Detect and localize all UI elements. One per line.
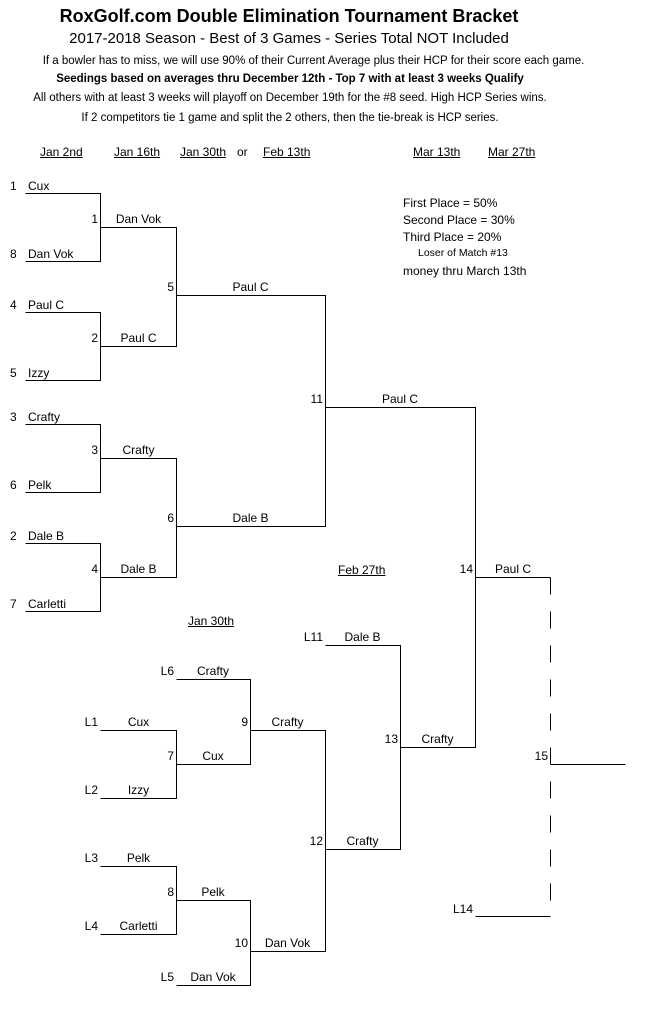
loser-label: L3 — [84, 851, 98, 865]
match-number: 9 — [241, 715, 248, 729]
date-jan-2: Jan 2nd — [40, 145, 83, 159]
prize-third: Third Place = 20% — [403, 230, 502, 244]
note-playoff: All others with at least 3 weeks will pl… — [33, 92, 547, 104]
date-mar-13: Mar 13th — [413, 145, 461, 159]
match-winner: Cux — [202, 749, 224, 763]
seed-name: Izzy — [28, 366, 50, 380]
prize-money-note: money thru March 13th — [403, 264, 527, 278]
seed-name: Crafty — [28, 410, 61, 424]
page-title: RoxGolf.com Double Elimination Tournamen… — [59, 6, 519, 26]
loser-label: L6 — [160, 664, 174, 678]
loser-name: Carletti — [119, 919, 158, 933]
prize-second: Second Place = 30% — [403, 213, 515, 227]
match-winner: Paul C — [381, 392, 419, 406]
loser-label: L4 — [84, 919, 98, 933]
prize-third-note: Loser of Match #13 — [418, 247, 508, 259]
seed-name: Dale B — [28, 529, 65, 543]
loser-label: L5 — [160, 970, 174, 984]
match-number: 2 — [91, 331, 98, 345]
match-winner: Crafty — [421, 732, 454, 746]
match-winner: Crafty — [122, 443, 155, 457]
match-winner: Crafty — [271, 715, 304, 729]
date-jan-16: Jan 16th — [114, 145, 161, 159]
seed-number: 6 — [10, 478, 17, 492]
loser-name: Dale B — [344, 630, 381, 644]
match-number: 12 — [309, 834, 323, 848]
loser-name: Cux — [127, 715, 150, 729]
note-seedings: Seedings based on averages thru December… — [56, 73, 524, 85]
seed-number: 7 — [10, 597, 17, 611]
match-winner: Paul C — [232, 280, 269, 294]
date-feb-27: Feb 27th — [338, 563, 386, 577]
match-winner: Dale B — [232, 511, 269, 525]
date-or: or — [237, 145, 248, 159]
loser-label: L2 — [84, 783, 98, 797]
match-winner: Paul C — [494, 562, 532, 576]
seed-number: 8 — [10, 247, 17, 261]
loser-name: Izzy — [127, 783, 150, 797]
date-jan-30-losers: Jan 30th — [188, 614, 235, 628]
seed-name: Dan Vok — [28, 247, 74, 261]
match-number: 4 — [91, 562, 98, 576]
match-number: 6 — [167, 511, 174, 525]
match-number: 8 — [167, 885, 174, 899]
page-subtitle: 2017-2018 Season - Best of 3 Games - Ser… — [69, 30, 509, 47]
match-winner: Dan Vok — [115, 212, 162, 226]
prize-first: First Place = 50% — [403, 196, 498, 210]
date-jan-30: Jan 30th — [180, 145, 227, 159]
loser-name: Dan Vok — [190, 970, 236, 984]
seed-number: 2 — [10, 529, 17, 543]
match-winner: Crafty — [346, 834, 379, 848]
loser-name: Pelk — [126, 851, 151, 865]
match-winner: Pelk — [201, 885, 225, 899]
match-winner: Paul C — [120, 331, 157, 345]
match-winner: Dan Vok — [264, 936, 311, 950]
match-number: 15 — [534, 749, 548, 763]
loser-label: L1 — [84, 715, 98, 729]
match-number: 10 — [234, 936, 248, 950]
match-number: 5 — [167, 280, 174, 294]
loser-name: Crafty — [196, 664, 229, 678]
loser-label: L11 — [303, 630, 323, 644]
match-number: 11 — [310, 392, 323, 406]
seed-number: 4 — [10, 298, 17, 312]
seed-number: 1 — [10, 179, 17, 193]
match-winner: Dale B — [120, 562, 157, 576]
date-feb-13: Feb 13th — [263, 145, 311, 159]
seed-name: Cux — [28, 179, 50, 193]
match-number: 14 — [459, 562, 473, 576]
match-number: 3 — [91, 443, 98, 457]
date-mar-27: Mar 27th — [488, 145, 536, 159]
note-tiebreak: If 2 competitors tie 1 game and split th… — [81, 112, 499, 124]
seed-number: 3 — [10, 410, 17, 424]
loser-label: L14 — [452, 902, 473, 916]
seed-number: 5 — [10, 366, 17, 380]
match-number: 7 — [167, 749, 174, 763]
match-number: 13 — [384, 732, 398, 746]
seed-name: Pelk — [28, 478, 52, 492]
seed-name: Paul C — [28, 298, 65, 312]
seed-name: Carletti — [28, 597, 67, 611]
match-number: 1 — [91, 212, 98, 226]
note-missing-bowler: If a bowler has to miss, we will use 90%… — [42, 55, 585, 67]
